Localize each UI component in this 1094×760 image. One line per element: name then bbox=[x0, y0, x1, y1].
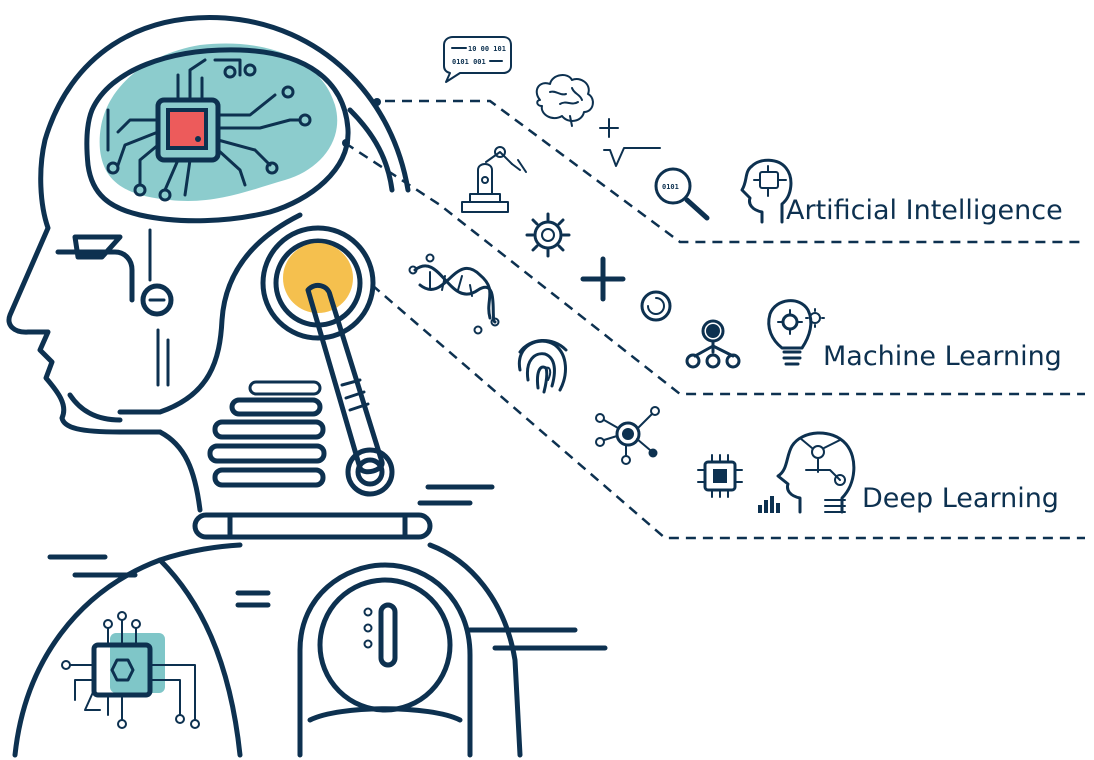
head-inner-shell bbox=[347, 107, 395, 193]
circuit-node bbox=[158, 188, 172, 202]
shoulder-dot bbox=[363, 607, 373, 617]
chest-node bbox=[175, 714, 185, 724]
circuit-node bbox=[281, 85, 295, 99]
network-node-icon bbox=[595, 406, 660, 465]
collar-bar bbox=[192, 512, 433, 540]
fingerprint-icon bbox=[517, 339, 568, 394]
torso-outline bbox=[157, 557, 243, 758]
brain-icon bbox=[535, 74, 594, 127]
plus-icon bbox=[599, 118, 619, 138]
ear-knob bbox=[140, 283, 174, 317]
label-artificial-intelligence: Artificial Intelligence bbox=[786, 195, 1063, 226]
shoulder-joint-outer bbox=[317, 577, 453, 713]
dna-icon bbox=[408, 253, 500, 335]
chest-node bbox=[117, 611, 127, 621]
rod bbox=[305, 282, 385, 475]
magnifier-icon: 0101 bbox=[654, 167, 710, 221]
connector-dl bbox=[371, 284, 1085, 540]
bar-chart-icon bbox=[758, 496, 780, 513]
cpu-core bbox=[166, 108, 208, 150]
circuit-node bbox=[133, 183, 147, 197]
shoulder-lower bbox=[307, 706, 463, 723]
head-outline bbox=[6, 14, 411, 435]
shoulder-dot bbox=[363, 623, 373, 633]
robot-body bbox=[12, 542, 608, 758]
label-deep-learning: Deep Learning bbox=[862, 483, 1059, 514]
chest-chip-hex bbox=[110, 658, 135, 682]
shoulder-dot bbox=[363, 639, 373, 649]
rod-band bbox=[340, 378, 370, 412]
speech-bubble-icon: 10 00 101 0101 001 bbox=[443, 36, 512, 83]
spine-bar bbox=[229, 397, 323, 417]
robot-neck bbox=[157, 225, 495, 540]
circle-target-icon bbox=[640, 290, 672, 322]
gear-icon bbox=[525, 212, 571, 258]
shoulder-dome bbox=[297, 562, 473, 758]
deep-learning-head-icon bbox=[776, 431, 856, 514]
circuit-dot bbox=[373, 98, 381, 106]
cheek-line bbox=[55, 249, 135, 303]
circuit-node bbox=[265, 161, 279, 175]
chest-node bbox=[117, 719, 127, 729]
ai-head-icon bbox=[740, 158, 793, 224]
connector-lines bbox=[344, 99, 1085, 540]
robot-arm-icon bbox=[461, 146, 527, 213]
joint-yellow bbox=[283, 243, 353, 313]
bubble-line-2: 0101 001 bbox=[452, 58, 486, 66]
circuit-lines bbox=[116, 58, 302, 197]
brain-circuit bbox=[106, 58, 381, 202]
cpu-dot bbox=[195, 136, 201, 142]
plus-icon bbox=[580, 256, 626, 302]
hierarchy-icon bbox=[685, 319, 741, 369]
spine-bar bbox=[248, 380, 322, 396]
chest-circuit bbox=[69, 619, 196, 721]
bubble-line-1: 10 00 101 bbox=[468, 45, 506, 53]
right-shoulder bbox=[427, 542, 523, 758]
circuit-outline bbox=[106, 58, 242, 152]
brain-cavity bbox=[84, 47, 351, 224]
lightbulb-gears-icon bbox=[767, 299, 825, 366]
magnifier-text: 0101 bbox=[662, 183, 679, 191]
chest-node bbox=[103, 619, 113, 629]
chest-node bbox=[190, 719, 200, 729]
shoulder-slot bbox=[378, 602, 398, 668]
throat-line bbox=[157, 429, 203, 513]
chip-icon bbox=[697, 454, 743, 498]
connector-ai bbox=[385, 99, 1085, 244]
circuit-node bbox=[106, 161, 120, 175]
rod-base-outer bbox=[345, 447, 395, 497]
circuit-node bbox=[243, 63, 257, 77]
rod-base-inner bbox=[355, 457, 385, 487]
cpu-outer bbox=[155, 97, 221, 163]
spine-bar bbox=[212, 419, 326, 440]
chest-node bbox=[131, 619, 141, 629]
jaw-line bbox=[67, 392, 123, 423]
sqrt-icon bbox=[603, 147, 661, 167]
robot-head bbox=[6, 14, 411, 435]
spine-bar bbox=[212, 467, 326, 488]
floating-icons: 10 00 101 0101 001 0101 bbox=[408, 36, 856, 514]
circuit-node bbox=[223, 65, 237, 79]
chest-chip-teal bbox=[110, 633, 165, 693]
joint-outer-ring bbox=[260, 225, 376, 341]
spine-bar bbox=[207, 443, 327, 464]
connector-ml bbox=[344, 141, 1085, 396]
circuit-node bbox=[298, 113, 312, 127]
label-machine-learning: Machine Learning bbox=[823, 341, 1062, 372]
chest-node bbox=[61, 660, 71, 670]
neck-back-line bbox=[117, 212, 303, 415]
cheek-circuit bbox=[156, 328, 170, 387]
